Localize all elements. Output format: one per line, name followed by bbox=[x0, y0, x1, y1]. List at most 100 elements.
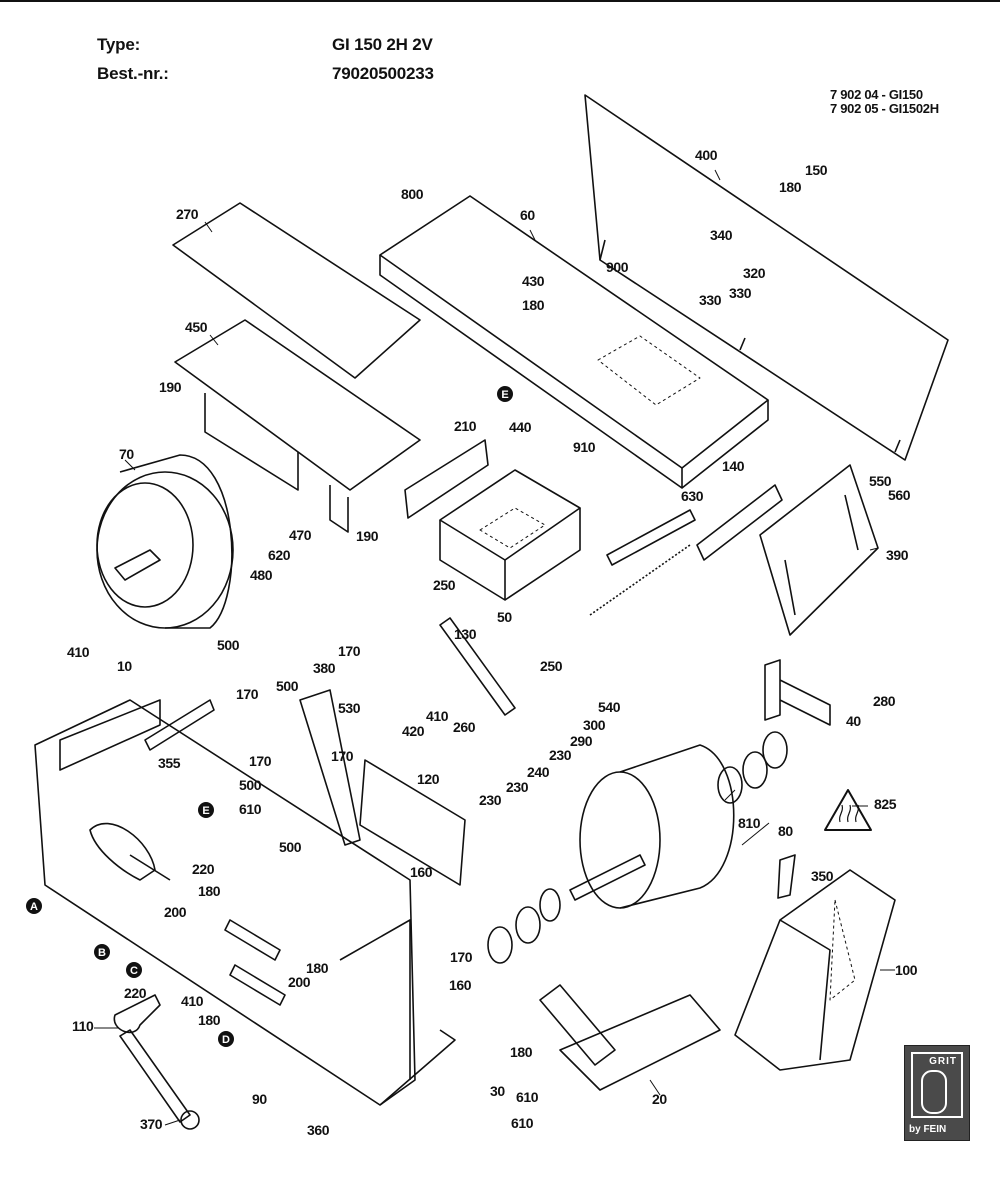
logo-emblem: GRIT bbox=[911, 1052, 963, 1118]
part-number-label: 20 bbox=[652, 1091, 667, 1107]
part-number-label: 410 bbox=[67, 644, 90, 660]
order-number-label: Best.-nr.: bbox=[97, 64, 169, 83]
part-number-label: 50 bbox=[497, 609, 512, 625]
part-number-label: 350 bbox=[811, 868, 834, 884]
part-number-label: 170 bbox=[249, 753, 272, 769]
part-number-label: 800 bbox=[401, 186, 424, 202]
part-number-label: 320 bbox=[743, 265, 766, 281]
part-number-label: 250 bbox=[433, 577, 456, 593]
part-number-label: 550 bbox=[869, 473, 892, 489]
part-number-label: 420 bbox=[402, 723, 425, 739]
part-number-label: 230 bbox=[479, 792, 502, 808]
part-number-label: 210 bbox=[454, 418, 477, 434]
part-number-label: 450 bbox=[185, 319, 208, 335]
part-number-label: 620 bbox=[268, 547, 291, 563]
reference-marker-dot bbox=[218, 1031, 234, 1047]
part-number-label: 380 bbox=[313, 660, 336, 676]
part-number-label: 70 bbox=[119, 446, 134, 462]
reference-marker-group: E E A BC D bbox=[26, 386, 513, 1047]
part-number-label: 500 bbox=[279, 839, 302, 855]
part-number-label: 240 bbox=[527, 764, 550, 780]
reference-marker: E bbox=[497, 386, 513, 402]
part-number-label: 120 bbox=[417, 771, 440, 787]
part-number-label: 230 bbox=[506, 779, 529, 795]
bracket-530 bbox=[299, 689, 361, 846]
type-value: GI 150 2H 2V bbox=[332, 35, 433, 54]
part-number-label: 260 bbox=[453, 719, 476, 735]
reference-marker-letter: E bbox=[501, 389, 508, 401]
part-number-label: 330 bbox=[699, 292, 722, 308]
bearing-810 bbox=[717, 766, 743, 804]
part-number-label: 180 bbox=[779, 179, 802, 195]
part-number-label: 290 bbox=[570, 733, 593, 749]
part-number-label: 410 bbox=[426, 708, 449, 724]
document-reference-line-2: 7 902 05 - GI1502H bbox=[830, 101, 939, 116]
part-number-label: 390 bbox=[886, 547, 909, 563]
reference-marker-dot bbox=[94, 944, 110, 960]
handle-370 bbox=[119, 1029, 191, 1123]
reference-marker: A bbox=[26, 898, 42, 914]
part-number-label: 180 bbox=[198, 883, 221, 899]
plate-120 bbox=[359, 759, 466, 886]
reference-marker-letter: D bbox=[222, 1034, 230, 1046]
document-reference: 7 902 04 - GI150 7 902 05 - GI1502H bbox=[830, 88, 939, 116]
part-number-label: 250 bbox=[540, 658, 563, 674]
guard-450 bbox=[174, 319, 421, 491]
part-number-label: 230 bbox=[549, 747, 572, 763]
strip-210 bbox=[404, 439, 489, 519]
part-number-label: 530 bbox=[338, 700, 361, 716]
part-number-label: 30 bbox=[490, 1083, 505, 1099]
reference-marker-dot bbox=[198, 802, 214, 818]
part-number-label: 440 bbox=[509, 419, 532, 435]
part-number-label: 900 bbox=[606, 259, 629, 275]
frame-10 bbox=[34, 699, 416, 1106]
part-number-label: 500 bbox=[276, 678, 299, 694]
handle-110 bbox=[113, 994, 161, 1034]
part-number-label: 180 bbox=[198, 1012, 221, 1028]
part-number-label: 80 bbox=[778, 823, 793, 839]
rail-140 bbox=[606, 509, 696, 566]
leader-lines bbox=[94, 169, 895, 1126]
warning-sign-825 bbox=[824, 789, 872, 831]
part-number-label: 610 bbox=[511, 1115, 534, 1131]
part-number-label: 340 bbox=[710, 227, 733, 243]
part-number-label: 540 bbox=[598, 699, 621, 715]
chute-100 bbox=[734, 869, 896, 1071]
part-number-label: 110 bbox=[72, 1018, 94, 1034]
part-number-label: 130 bbox=[454, 626, 477, 642]
reference-marker-dot bbox=[497, 386, 513, 402]
part-number-label: 60 bbox=[520, 207, 535, 223]
drum-70 bbox=[96, 471, 234, 629]
reference-marker-letter: A bbox=[30, 901, 38, 913]
part-number-label: 170 bbox=[338, 643, 361, 659]
part-number-label: 560 bbox=[888, 487, 911, 503]
part-number-label: 190 bbox=[159, 379, 182, 395]
part-number-label: 10 bbox=[117, 658, 132, 674]
reference-marker: C bbox=[126, 962, 142, 978]
part-number-label: 100 bbox=[895, 962, 918, 978]
part-number-label: 410 bbox=[181, 993, 204, 1009]
part-number-label: 810 bbox=[738, 815, 761, 831]
part-number-label: 610 bbox=[516, 1089, 539, 1105]
part-number-label: 355 bbox=[158, 755, 181, 771]
logo-byline: by FEIN bbox=[909, 1124, 947, 1135]
part-number-label: 370 bbox=[140, 1116, 163, 1132]
reference-marker-letter: E bbox=[202, 805, 209, 817]
belt-icon bbox=[921, 1070, 947, 1114]
reference-marker: B bbox=[94, 944, 110, 960]
reference-marker: E bbox=[198, 802, 214, 818]
part-number-label: 160 bbox=[449, 977, 472, 993]
part-number-label: 610 bbox=[239, 801, 262, 817]
part-outlines bbox=[34, 94, 949, 1130]
part-number-label: 630 bbox=[681, 488, 704, 504]
logo-brand: GRIT bbox=[929, 1056, 957, 1067]
part-number-label: 200 bbox=[164, 904, 187, 920]
plate-270 bbox=[172, 202, 421, 379]
reference-marker-dot bbox=[126, 962, 142, 978]
reference-marker-dot bbox=[26, 898, 42, 914]
document-reference-line-1: 7 902 04 - GI150 bbox=[830, 87, 923, 102]
type-label: Type: bbox=[97, 35, 141, 54]
part-number-label: 40 bbox=[846, 713, 861, 729]
